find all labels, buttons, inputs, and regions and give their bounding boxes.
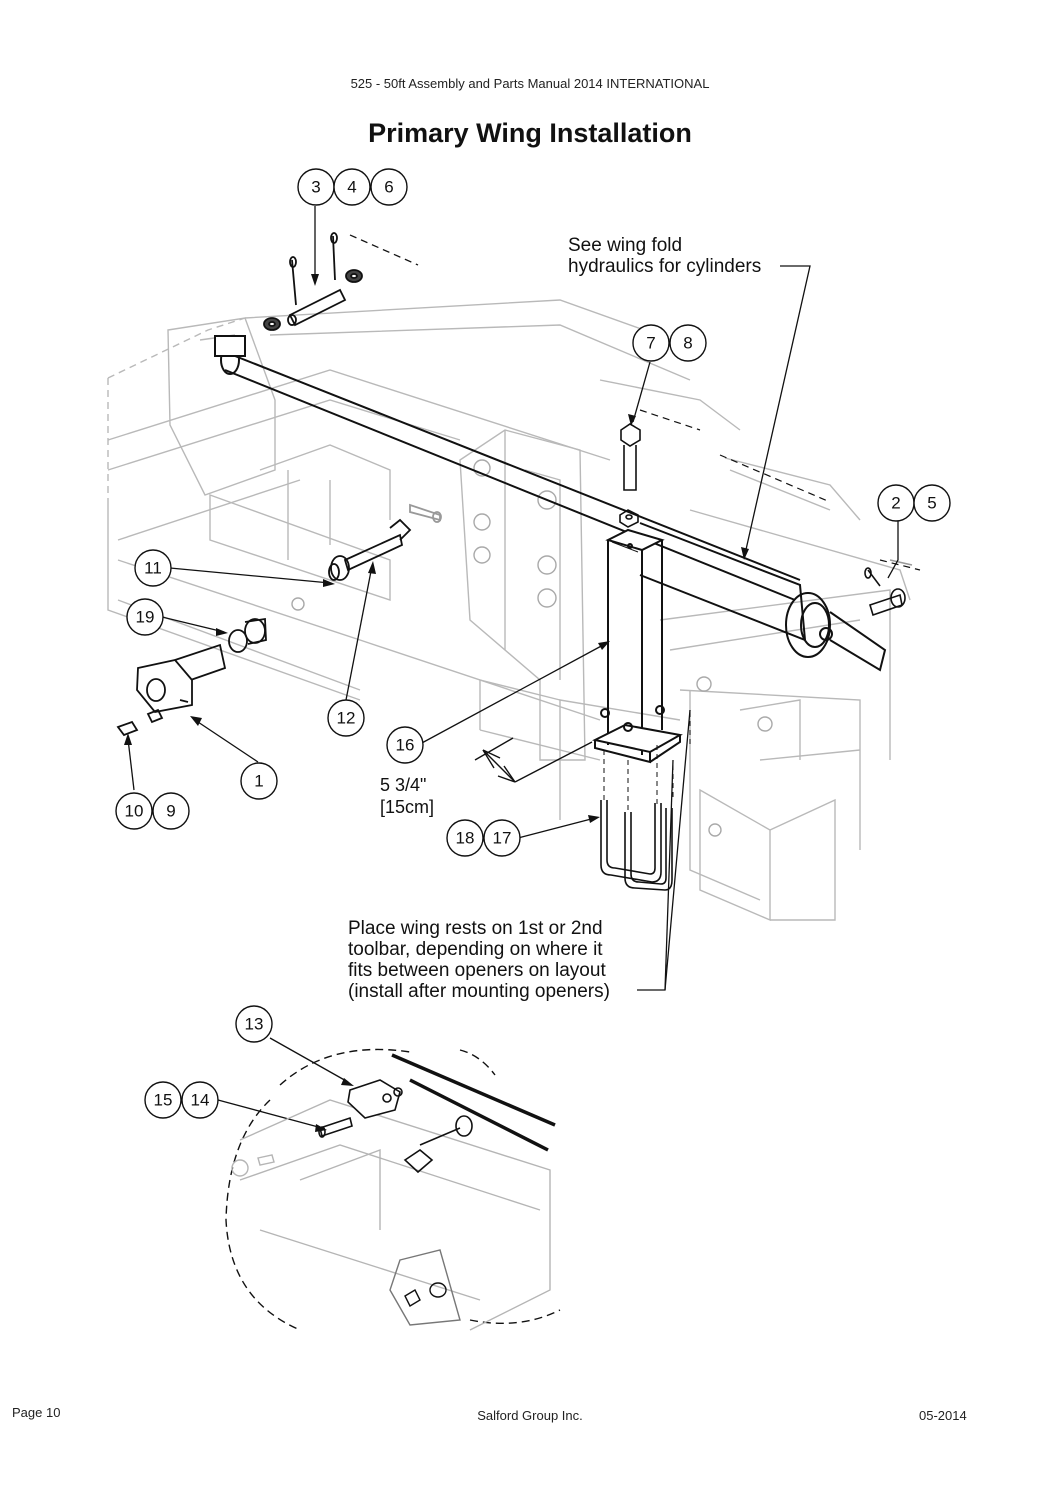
callout-bubble-10 [115, 792, 153, 830]
pin-assembly-11-12 [328, 503, 442, 581]
page-title: Primary Wing Installation [368, 118, 692, 148]
callout-label-7: 7 [646, 334, 655, 353]
hydraulics-note: See wing fold hydraulics for cylinders [568, 235, 762, 277]
callout-label-9: 9 [166, 802, 175, 821]
callout-bubble-7 [632, 324, 670, 362]
callout-bubble-8 [669, 324, 707, 362]
callout-label-3: 3 [311, 178, 320, 197]
plate-holes [291, 459, 773, 837]
callout-label-15: 15 [154, 1091, 173, 1110]
callout-bubble-5 [913, 484, 951, 522]
detail-inset [225, 1048, 561, 1331]
revision-date: 05-2014 [919, 1408, 967, 1423]
callout-bubble-9 [152, 792, 190, 830]
pin-assembly-3-4-6 [263, 232, 363, 331]
callout-label-18: 18 [456, 829, 475, 848]
callout-bubble-17 [483, 819, 521, 857]
callout-label-16: 16 [396, 736, 415, 755]
callout-bubble-12 [327, 699, 365, 737]
frame-background [107, 234, 911, 922]
wing-rest-post [592, 528, 683, 764]
callout-bubble-6 [370, 168, 408, 206]
callout-label-17: 17 [493, 829, 512, 848]
callout-label-2: 2 [891, 494, 900, 513]
callout-bubble-11 [134, 549, 172, 587]
hydraulic-cylinder [214, 335, 887, 672]
callout-bubble-14 [181, 1081, 219, 1119]
page-number: Page 10 [12, 1405, 61, 1420]
callout-bubble-18 [446, 819, 484, 857]
u-bolt-guide-lines [603, 712, 691, 812]
pin-assembly-1-9-10-19 [116, 617, 267, 737]
callout-label-8: 8 [683, 334, 692, 353]
u-bolts [600, 800, 673, 891]
callout-label-10: 10 [125, 802, 144, 821]
callout-bubble-1 [240, 762, 278, 800]
detail-thick-beam [391, 1053, 556, 1152]
callout-label-11: 11 [144, 559, 162, 578]
callout-label-4: 4 [347, 178, 356, 197]
leader-lines [127, 206, 899, 1129]
dimension-label: 5 3/4" [15cm] [380, 775, 435, 817]
pin-assembly-2-5 [864, 559, 913, 617]
callout-label-19: 19 [136, 608, 155, 627]
bolt-7-8 [619, 423, 641, 528]
callout-bubble-16 [386, 726, 424, 764]
callout-label-6: 6 [384, 178, 393, 197]
callout-bubble-19 [126, 598, 164, 636]
wing-rests-note: Place wing rests on 1st or 2nd toolbar, … [348, 918, 610, 1002]
detail-parts [318, 1079, 473, 1174]
callout-bubble-4 [333, 168, 371, 206]
manual-header: 525 - 50ft Assembly and Parts Manual 201… [350, 76, 710, 91]
company-name: Salford Group Inc. [477, 1408, 583, 1423]
dimension-marker [474, 737, 593, 783]
callout-bubble-13 [235, 1005, 273, 1043]
callout-label-5: 5 [927, 494, 936, 513]
callout-label-13: 13 [245, 1015, 264, 1034]
callout-bubble-15 [144, 1081, 182, 1119]
wing-dashed-outline [349, 234, 921, 571]
callout-bubbles: 3 4 6 7 8 2 5 11 19 12 16 1 10 9 18 17 13 15 14 [115, 168, 951, 1119]
leader-arrowheads [124, 274, 749, 1132]
callout-label-1: 1 [254, 772, 263, 791]
callout-label-14: 14 [191, 1091, 210, 1110]
callout-label-12: 12 [337, 709, 356, 728]
